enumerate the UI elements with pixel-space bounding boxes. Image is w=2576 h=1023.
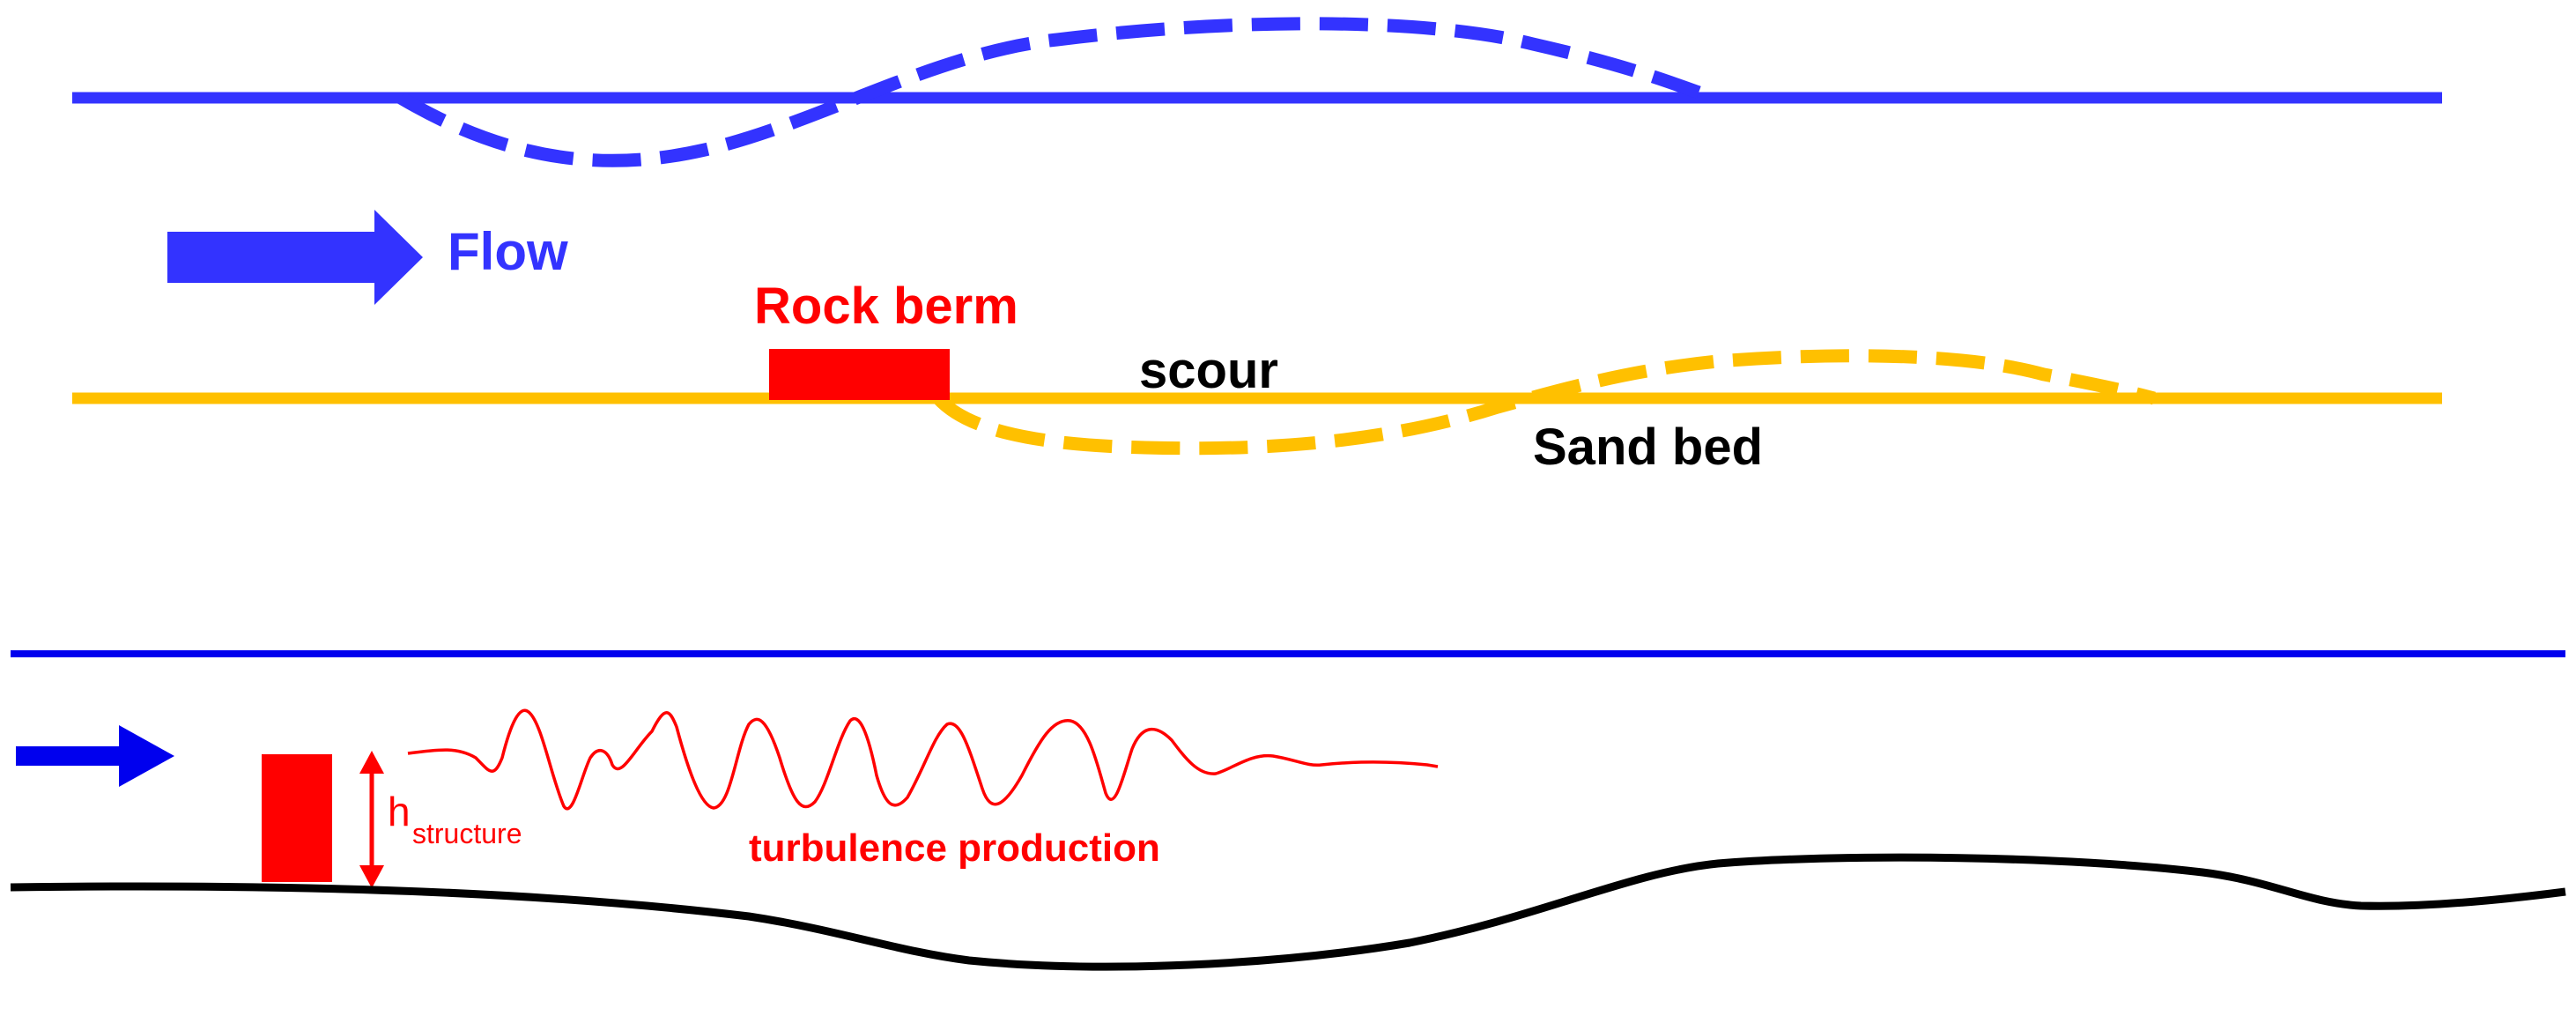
height-arrow-head-bottom — [359, 865, 384, 888]
bottom-panel: h structure turbulence production — [10, 650, 2566, 971]
turbulence-label: turbulence production — [749, 827, 1160, 870]
lower-flow-arrow — [16, 725, 174, 787]
scour-label: scour — [1139, 342, 1278, 399]
flow-arrow — [167, 210, 423, 305]
sand-bed-label: Sand bed — [1533, 419, 1763, 476]
seabed-profile — [10, 853, 2566, 971]
rock-berm-label: Rock berm — [754, 278, 1018, 335]
structure-subscript: structure — [412, 818, 522, 849]
water-surface-wave-dashed — [397, 17, 1716, 167]
height-arrow-head-top — [359, 751, 384, 774]
h-label: h — [388, 789, 411, 834]
h-structure-label: h structure — [388, 789, 522, 849]
rock-berm-block — [769, 349, 950, 400]
scour-profile-dashed — [933, 349, 2156, 456]
structure-block — [262, 754, 332, 882]
top-panel: Flow Rock berm scour Sand bed — [72, 17, 2442, 476]
turbulence-curve — [407, 708, 1439, 811]
flow-label: Flow — [448, 222, 568, 281]
